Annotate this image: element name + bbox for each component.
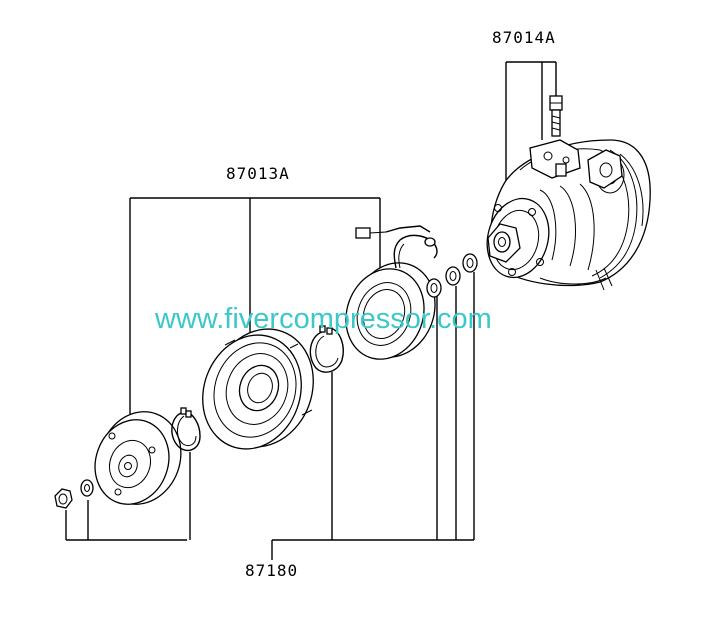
website-watermark: www.fivercompressor.com [154,303,492,335]
label-87014a: 87014A [492,28,556,47]
mounting-bolt [549,95,563,137]
snap-ring-large [309,325,344,373]
hex-nut [54,488,73,509]
small-washer [80,479,94,497]
field-coil [345,225,438,360]
shim-3 [462,253,478,273]
leader-lines-87013a [129,197,381,420]
clutch-pressure-plate [94,411,182,505]
leader-lines-87180 [65,272,475,560]
label-87180: 87180 [245,561,298,580]
snap-ring-small [171,407,201,452]
compressor-body [486,139,651,291]
label-87013a: 87013A [226,164,290,183]
shim-1 [426,278,442,298]
pulley [202,328,314,450]
shim-2 [445,266,461,286]
leader-lines-87014a [505,61,557,185]
